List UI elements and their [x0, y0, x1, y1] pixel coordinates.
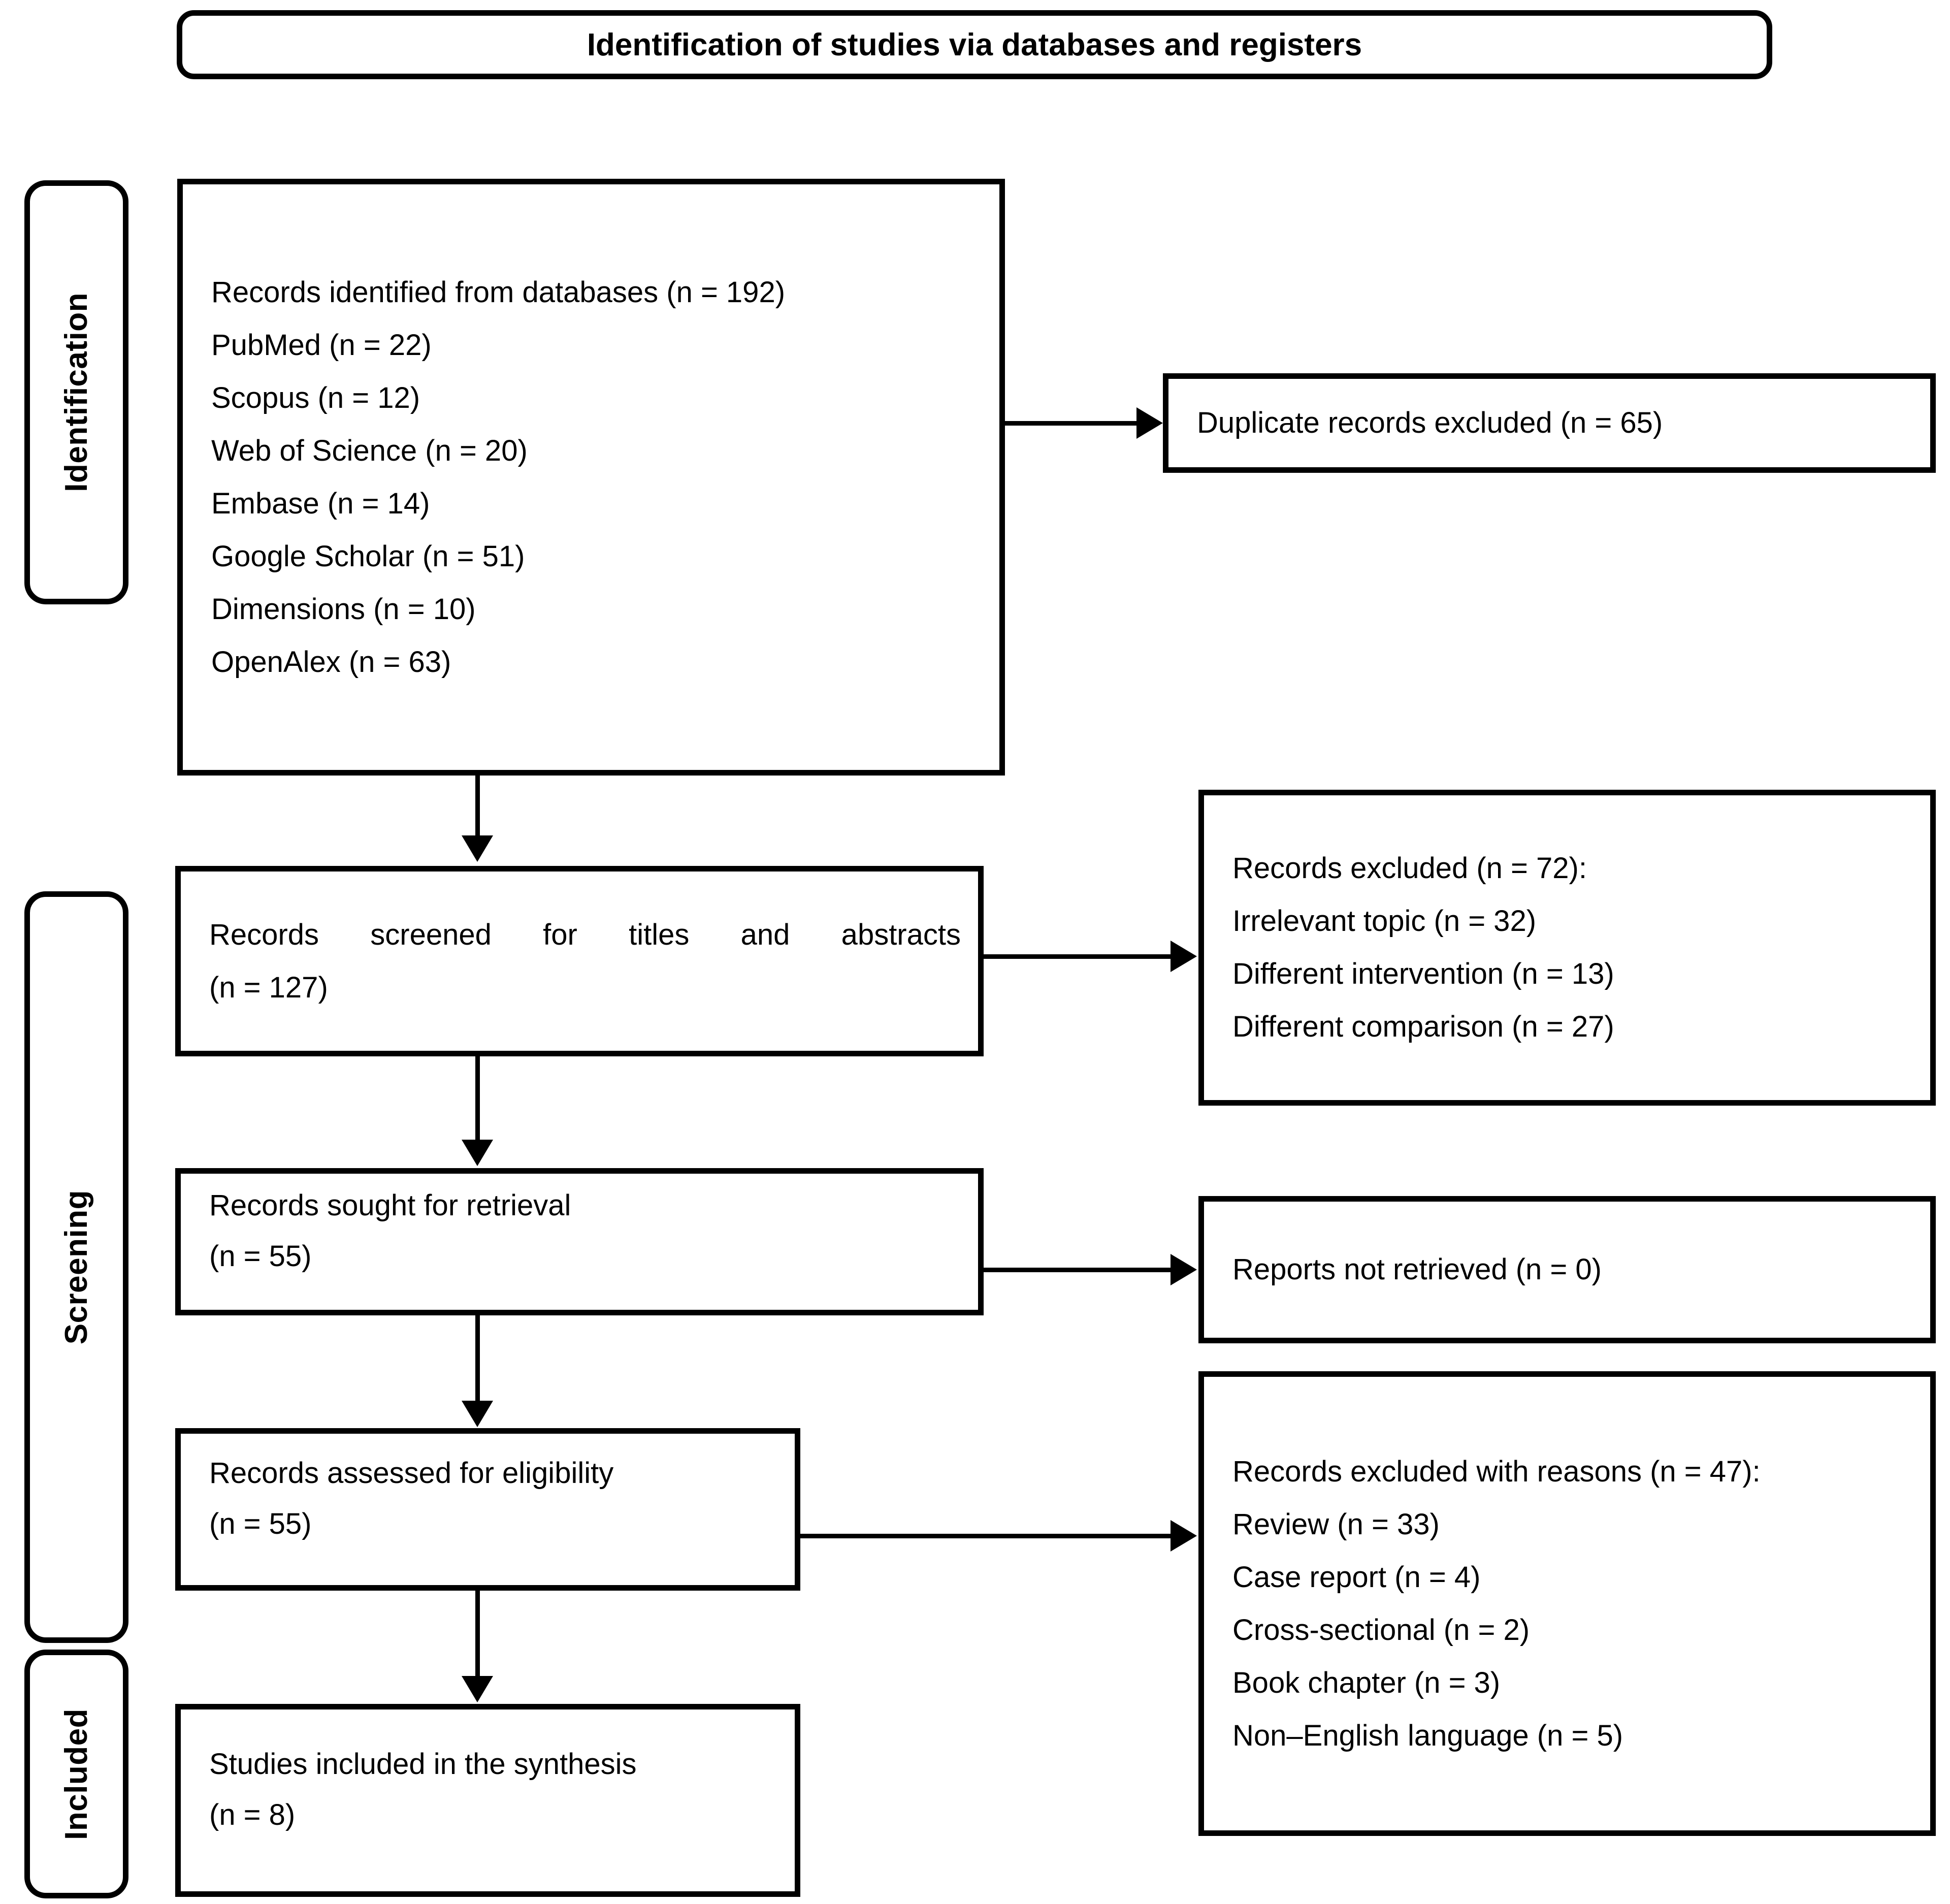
line-records-assessed-count: (n = 55): [209, 1507, 312, 1540]
connector-sought-to-assessed: [475, 1315, 480, 1403]
arrowhead-identification-to-screened: [462, 835, 493, 862]
box-records-identified-text: Records identified from databases (n = 1…: [211, 275, 982, 679]
line-reason-non-english: Non–English language (n = 5): [1232, 1719, 1623, 1752]
box-records-sought-text: Records sought for retrieval (n = 55): [209, 1191, 961, 1293]
arrowhead-screened-to-excluded: [1171, 941, 1197, 972]
line-records-assessed: Records assessed for eligibility: [209, 1457, 614, 1490]
line-studies-included: Studies included in the synthesis: [209, 1748, 637, 1781]
arrowhead-sought-to-not-retrieved: [1171, 1254, 1197, 1285]
line-records-screened-count: (n = 127): [209, 971, 328, 1004]
connector-assessed-to-excluded-reasons: [800, 1534, 1172, 1538]
line-reason-case-report: Case report (n = 4): [1232, 1560, 1481, 1594]
line-records-excluded-total: Records excluded (n = 72):: [1232, 852, 1587, 885]
line-reason-book-chapter: Book chapter (n = 3): [1232, 1666, 1501, 1699]
line-records-identified-total: Records identified from databases (n = 1…: [211, 275, 786, 309]
phase-label-included: Included: [24, 1650, 128, 1898]
line-reports-not-retrieved: Reports not retrieved (n = 0): [1232, 1253, 1602, 1286]
box-studies-included-text: Studies included in the synthesis (n = 8…: [209, 1750, 777, 1851]
box-studies-included: Studies included in the synthesis (n = 8…: [175, 1704, 800, 1897]
line-reason-review: Review (n = 33): [1232, 1507, 1440, 1541]
line-google-scholar: Google Scholar (n = 51): [211, 539, 525, 573]
phase-label-included-text: Included: [58, 1708, 94, 1840]
connector-identification-to-screened: [475, 776, 480, 837]
line-studies-included-count: (n = 8): [209, 1798, 296, 1831]
line-excluded-reasons-total: Records excluded with reasons (n = 47):: [1232, 1455, 1761, 1488]
connector-sought-to-not-retrieved: [984, 1268, 1172, 1272]
connector-screened-to-excluded: [984, 954, 1172, 959]
box-records-excluded-screening: Records excluded (n = 72): Irrelevant to…: [1198, 790, 1936, 1106]
diagram-header-banner: Identification of studies via databases …: [177, 10, 1772, 79]
line-records-screened: Records screened for titles and abstract…: [209, 918, 961, 951]
box-records-screened: Records screened for titles and abstract…: [175, 866, 984, 1056]
box-duplicate-records-text: Duplicate records excluded (n = 65): [1197, 408, 1913, 438]
line-embase: Embase (n = 14): [211, 487, 430, 520]
line-pubmed: PubMed (n = 22): [211, 328, 432, 362]
box-reports-not-retrieved-text: Reports not retrieved (n = 0): [1232, 1255, 1913, 1284]
connector-identification-to-duplicates: [1004, 421, 1139, 426]
line-different-comparison: Different comparison (n = 27): [1232, 1010, 1614, 1043]
line-irrelevant-topic: Irrelevant topic (n = 32): [1232, 905, 1537, 938]
arrowhead-assessed-to-included: [462, 1676, 493, 1702]
box-records-excluded-with-reasons-text: Records excluded with reasons (n = 47): …: [1232, 1457, 1913, 1751]
connector-screened-to-sought: [475, 1056, 480, 1142]
box-records-screened-text: Records screened for titles and abstract…: [209, 920, 961, 1003]
line-dimensions: Dimensions (n = 10): [211, 592, 476, 626]
box-records-assessed-for-eligibility: Records assessed for eligibility (n = 55…: [175, 1428, 800, 1591]
line-scopus: Scopus (n = 12): [211, 381, 420, 414]
phase-label-identification-text: Identification: [58, 293, 94, 492]
line-records-sought: Records sought for retrieval: [209, 1189, 571, 1222]
line-duplicates-excluded: Duplicate records excluded (n = 65): [1197, 406, 1663, 439]
box-records-excluded-screening-text: Records excluded (n = 72): Irrelevant to…: [1232, 854, 1913, 1042]
line-different-intervention: Different intervention (n = 13): [1232, 957, 1614, 990]
box-records-identified: Records identified from databases (n = 1…: [177, 179, 1005, 776]
line-records-sought-count: (n = 55): [209, 1240, 312, 1273]
phase-label-screening-text: Screening: [58, 1189, 94, 1345]
line-web-of-science: Web of Science (n = 20): [211, 434, 528, 467]
arrowhead-screened-to-sought: [462, 1140, 493, 1166]
diagram-title: Identification of studies via databases …: [587, 27, 1362, 62]
arrowhead-sought-to-assessed: [462, 1401, 493, 1427]
box-reports-not-retrieved: Reports not retrieved (n = 0): [1198, 1196, 1936, 1343]
arrowhead-assessed-to-excluded-reasons: [1171, 1520, 1197, 1552]
connector-assessed-to-included: [475, 1591, 480, 1678]
phase-label-screening: Screening: [24, 891, 128, 1643]
box-records-excluded-with-reasons: Records excluded with reasons (n = 47): …: [1198, 1371, 1936, 1836]
line-reason-cross-sectional: Cross-sectional (n = 2): [1232, 1613, 1530, 1647]
box-records-assessed-text: Records assessed for eligibility (n = 55…: [209, 1459, 777, 1560]
line-openalex: OpenAlex (n = 63): [211, 645, 451, 679]
box-duplicate-records-excluded: Duplicate records excluded (n = 65): [1163, 373, 1936, 473]
box-records-sought-for-retrieval: Records sought for retrieval (n = 55): [175, 1168, 984, 1315]
arrowhead-identification-to-duplicates: [1136, 407, 1163, 439]
phase-label-identification: Identification: [24, 180, 128, 604]
